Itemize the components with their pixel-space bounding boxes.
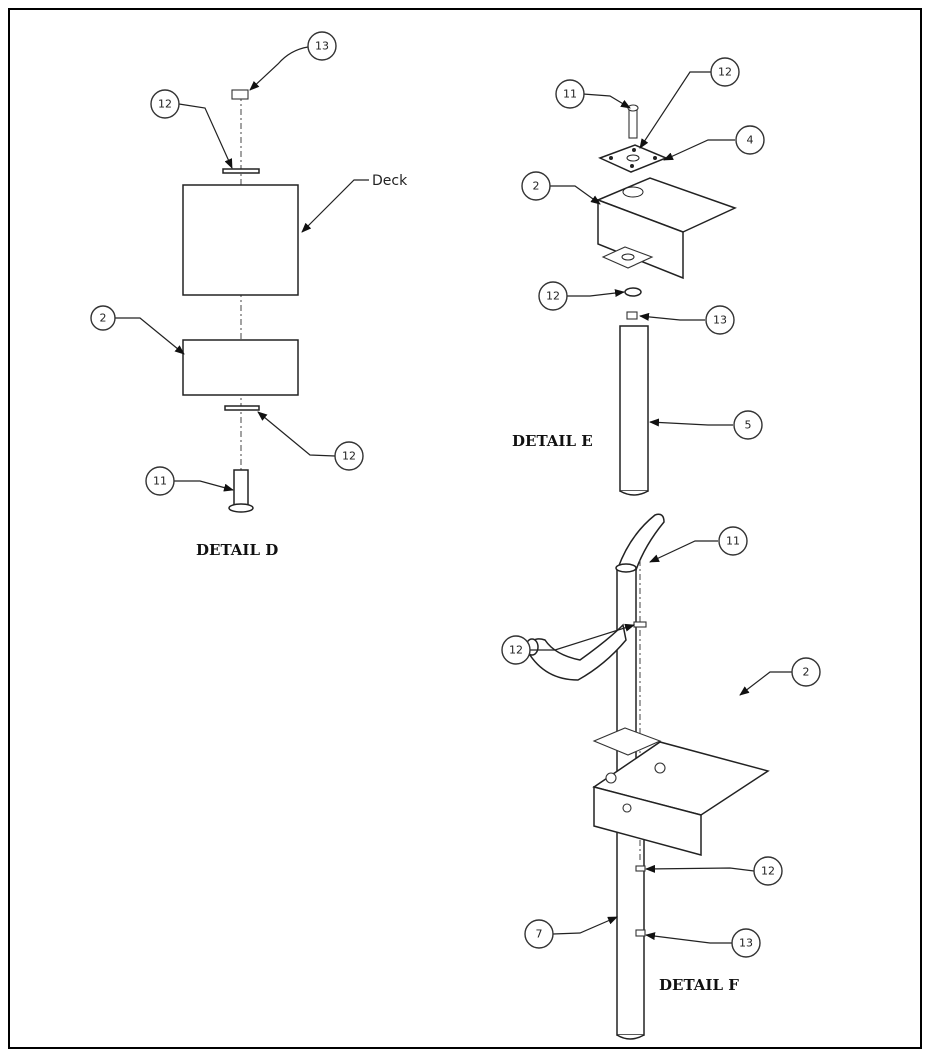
detail-e-callout-13: 13 xyxy=(705,305,735,335)
detail-f-leader-12a xyxy=(530,623,635,651)
detail-e-leader-11 xyxy=(582,93,631,109)
detail-f-mount-plate xyxy=(592,727,662,756)
svg-text:12: 12 xyxy=(761,865,775,878)
detail-d-bolt-shank xyxy=(233,469,249,507)
detail-d-washer-top xyxy=(222,168,260,174)
detail-d-bolt-head xyxy=(228,503,254,513)
detail-f-leader-12b xyxy=(645,864,755,873)
detail-e-leader-13 xyxy=(639,312,705,321)
detail-d-bracket-block xyxy=(182,339,299,396)
svg-text:13: 13 xyxy=(315,40,329,53)
detail-d-leader-deck xyxy=(301,179,369,233)
detail-f-callout-12-top: 12 xyxy=(501,635,531,665)
detail-f-callout-2: 2 xyxy=(791,657,821,687)
svg-text:7: 7 xyxy=(536,928,543,941)
detail-d-leader-11 xyxy=(174,480,234,492)
detail-d-nut xyxy=(231,89,249,100)
detail-f-leader-13 xyxy=(645,932,732,944)
detail-e-leader-4 xyxy=(663,139,735,161)
deck-label: Deck xyxy=(372,173,408,189)
detail-e-callout-12-top: 12 xyxy=(710,57,740,87)
detail-e-callout-12-mid: 12 xyxy=(538,281,568,311)
detail-f: 11 12 2 12 7 13 DETAIL F xyxy=(501,513,821,1040)
svg-text:11: 11 xyxy=(726,535,740,548)
svg-text:5: 5 xyxy=(745,419,752,432)
svg-text:12: 12 xyxy=(718,66,732,79)
detail-d-leader-13 xyxy=(249,46,309,91)
svg-text:12: 12 xyxy=(509,644,523,657)
detail-d: 13 12 2 12 11 Deck DETAIL D xyxy=(90,31,408,559)
detail-d-leader-12a xyxy=(178,103,233,169)
svg-text:2: 2 xyxy=(100,312,107,325)
detail-e-callout-5: 5 xyxy=(733,410,763,440)
svg-text:4: 4 xyxy=(747,134,754,147)
detail-f-callout-12-bottom: 12 xyxy=(753,856,783,886)
detail-f-leader-11 xyxy=(649,540,718,563)
detail-d-callout-13: 13 xyxy=(307,31,337,61)
detail-e-washer xyxy=(624,287,642,297)
detail-d-callout-12-bottom: 12 xyxy=(334,441,364,471)
detail-e-bracket-face xyxy=(597,198,684,280)
svg-text:2: 2 xyxy=(533,180,540,193)
detail-f-callout-11: 11 xyxy=(718,526,748,556)
svg-text:12: 12 xyxy=(158,98,172,111)
detail-f-top-hook xyxy=(616,513,665,571)
svg-text:13: 13 xyxy=(713,314,727,327)
detail-d-leader-2 xyxy=(115,317,185,355)
svg-text:11: 11 xyxy=(563,88,577,101)
detail-f-title: DETAIL F xyxy=(659,976,739,994)
drawing-frame xyxy=(8,8,922,1049)
detail-f-leader-7 xyxy=(552,916,618,935)
detail-f-callout-13: 13 xyxy=(731,928,761,958)
detail-d-washer-bottom xyxy=(224,405,260,411)
detail-e-leader-5 xyxy=(649,418,733,427)
detail-d-callout-2: 2 xyxy=(90,305,116,331)
svg-text:2: 2 xyxy=(803,666,810,679)
svg-text:13: 13 xyxy=(739,937,753,950)
svg-text:11: 11 xyxy=(153,475,167,488)
detail-f-callout-7: 7 xyxy=(524,919,554,949)
detail-e-callout-4: 4 xyxy=(735,125,765,155)
detail-d-title: DETAIL D xyxy=(196,541,278,559)
detail-f-leader-2 xyxy=(739,671,792,696)
svg-text:12: 12 xyxy=(546,290,560,303)
detail-f-bracket-face xyxy=(593,786,702,856)
detail-e-bolt xyxy=(628,107,638,139)
detail-e: 11 12 4 2 12 13 5 DETAIL E xyxy=(512,57,765,496)
detail-e-callout-2: 2 xyxy=(521,171,551,201)
detail-e-leader-2 xyxy=(550,185,601,205)
detail-e-leader-12a xyxy=(639,71,711,149)
detail-d-callout-12-top: 12 xyxy=(150,89,180,119)
detail-e-leader-12b xyxy=(567,289,625,298)
detail-e-post xyxy=(619,325,649,492)
detail-d-deck-block xyxy=(182,184,299,296)
detail-e-title: DETAIL E xyxy=(512,432,593,450)
detail-d-leader-12b xyxy=(257,411,336,457)
detail-f-side-hook xyxy=(527,623,627,681)
svg-text:12: 12 xyxy=(342,450,356,463)
detail-e-nut xyxy=(626,311,638,320)
detail-d-callout-11: 11 xyxy=(145,466,175,496)
detail-e-callout-11: 11 xyxy=(555,79,585,109)
